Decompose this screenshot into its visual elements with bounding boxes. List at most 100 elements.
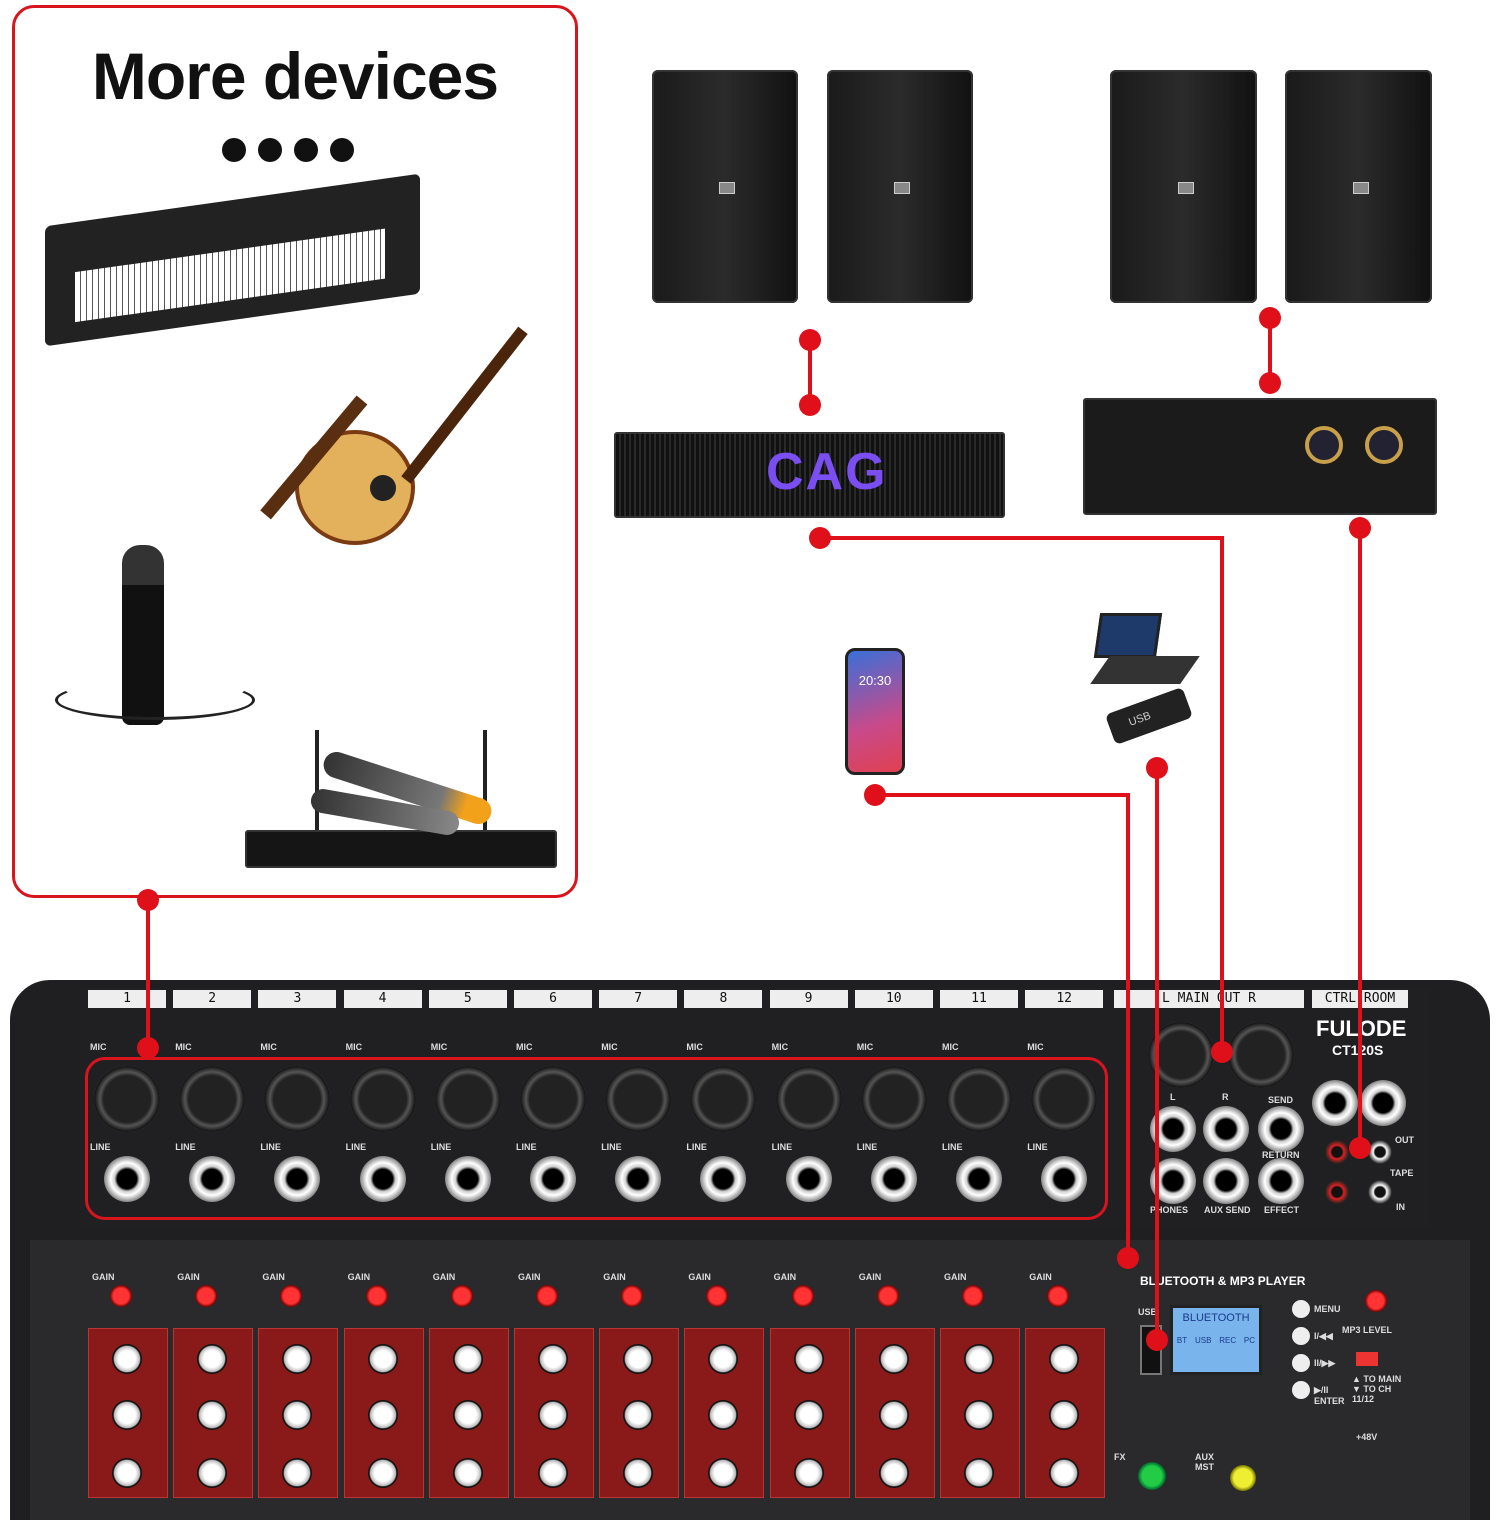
line-label: LINE xyxy=(1027,1142,1048,1152)
aux-mst-knob[interactable] xyxy=(1230,1465,1256,1491)
ctrl-room-l-jack[interactable] xyxy=(1312,1080,1358,1126)
fx-knob[interactable] xyxy=(1138,1462,1166,1490)
eq-mid-knob[interactable] xyxy=(538,1400,568,1430)
mic-xlr-input[interactable] xyxy=(775,1066,842,1132)
to-main-switch[interactable] xyxy=(1356,1352,1378,1366)
mp3-button[interactable] xyxy=(1292,1354,1310,1372)
main-out-r-xlr[interactable] xyxy=(1228,1022,1294,1088)
main-out-l-xlr[interactable] xyxy=(1148,1022,1214,1088)
line-label: LINE xyxy=(345,1142,367,1152)
eq-high-knob[interactable] xyxy=(964,1344,994,1374)
gain-label: GAIN xyxy=(518,1272,541,1282)
gain-knob[interactable] xyxy=(365,1285,388,1307)
line-jack-input[interactable] xyxy=(615,1156,662,1202)
eq-mid-knob[interactable] xyxy=(878,1400,909,1430)
mp3-button[interactable] xyxy=(1292,1327,1310,1345)
eq-high-knob[interactable] xyxy=(708,1344,739,1374)
gain-knob[interactable] xyxy=(450,1285,473,1307)
eq-mid-knob[interactable] xyxy=(1049,1400,1080,1430)
mic-xlr-input[interactable] xyxy=(94,1066,160,1132)
eq-high-knob[interactable] xyxy=(878,1344,909,1374)
mic-xlr-input[interactable] xyxy=(860,1066,927,1132)
eq-high-knob[interactable] xyxy=(112,1344,142,1374)
tape-in-rca-r[interactable] xyxy=(1368,1180,1392,1204)
eq-mid-knob[interactable] xyxy=(793,1400,824,1430)
tape-in-rca-l[interactable] xyxy=(1325,1180,1349,1204)
eq-low-knob[interactable] xyxy=(367,1458,398,1488)
mp3-button[interactable] xyxy=(1292,1300,1310,1318)
mic-xlr-input[interactable] xyxy=(264,1066,331,1132)
ctrl-room-r-jack[interactable] xyxy=(1360,1080,1406,1126)
eq-mid-knob[interactable] xyxy=(197,1400,228,1430)
gain-knob[interactable] xyxy=(195,1285,218,1307)
line-jack-input[interactable] xyxy=(444,1156,491,1202)
gain-knob[interactable] xyxy=(536,1285,558,1307)
eq-mid-knob[interactable] xyxy=(367,1400,398,1430)
mp3-level-knob[interactable] xyxy=(1365,1290,1387,1312)
mic-xlr-input[interactable] xyxy=(520,1066,586,1132)
to-main-label: ▲ TO MAIN ▼ TO CH 11/12 xyxy=(1352,1374,1402,1404)
line-jack-input[interactable] xyxy=(274,1156,321,1202)
tape-out-rca-r[interactable] xyxy=(1368,1140,1392,1164)
tape-out-rca-l[interactable] xyxy=(1325,1140,1349,1164)
line-jack-input[interactable] xyxy=(700,1156,747,1202)
mic-xlr-input[interactable] xyxy=(690,1066,757,1132)
eq-low-knob[interactable] xyxy=(538,1458,568,1488)
line-jack-input[interactable] xyxy=(956,1156,1002,1202)
eq-low-knob[interactable] xyxy=(112,1458,142,1488)
eq-high-knob[interactable] xyxy=(367,1344,398,1374)
eq-low-knob[interactable] xyxy=(197,1458,228,1488)
line-jack-input[interactable] xyxy=(359,1156,406,1202)
gain-knob[interactable] xyxy=(791,1285,814,1307)
eq-mid-knob[interactable] xyxy=(282,1400,313,1430)
eq-high-knob[interactable] xyxy=(1049,1344,1080,1374)
eq-low-knob[interactable] xyxy=(964,1458,994,1488)
eq-low-knob[interactable] xyxy=(452,1458,483,1488)
mp3-button[interactable] xyxy=(1292,1381,1310,1399)
mic-xlr-input[interactable] xyxy=(179,1066,246,1132)
eq-mid-knob[interactable] xyxy=(708,1400,739,1430)
send-jack[interactable] xyxy=(1258,1106,1304,1152)
aux-send-jack[interactable] xyxy=(1203,1158,1249,1204)
eq-low-knob[interactable] xyxy=(623,1458,654,1488)
eq-high-knob[interactable] xyxy=(282,1344,313,1374)
gain-knob[interactable] xyxy=(962,1285,984,1307)
eq-high-knob[interactable] xyxy=(197,1344,228,1374)
mic-xlr-input[interactable] xyxy=(1031,1066,1098,1132)
eq-low-knob[interactable] xyxy=(793,1458,824,1488)
gain-knob[interactable] xyxy=(706,1285,729,1307)
gain-knob[interactable] xyxy=(110,1285,132,1307)
eq-high-knob[interactable] xyxy=(793,1344,824,1374)
line-jack-input[interactable] xyxy=(104,1156,150,1202)
eq-low-knob[interactable] xyxy=(878,1458,909,1488)
mic-xlr-input[interactable] xyxy=(434,1066,501,1132)
eq-mid-knob[interactable] xyxy=(112,1400,142,1430)
mic-label: MIC xyxy=(771,1042,789,1052)
eq-mid-knob[interactable] xyxy=(964,1400,994,1430)
gain-knob[interactable] xyxy=(876,1285,899,1307)
eq-mid-knob[interactable] xyxy=(452,1400,483,1430)
channel-number: 6 xyxy=(514,990,592,1008)
mic-label: MIC xyxy=(90,1042,107,1052)
eq-low-knob[interactable] xyxy=(282,1458,313,1488)
eq-high-knob[interactable] xyxy=(538,1344,568,1374)
main-r-jack[interactable] xyxy=(1203,1106,1249,1152)
eq-high-knob[interactable] xyxy=(452,1344,483,1374)
eq-low-knob[interactable] xyxy=(1049,1458,1080,1488)
eq-mid-knob[interactable] xyxy=(623,1400,654,1430)
line-jack-input[interactable] xyxy=(189,1156,236,1202)
mic-xlr-input[interactable] xyxy=(349,1066,416,1132)
eq-low-knob[interactable] xyxy=(708,1458,739,1488)
line-jack-input[interactable] xyxy=(530,1156,576,1202)
effect-jack[interactable] xyxy=(1258,1158,1304,1204)
gain-knob[interactable] xyxy=(621,1285,644,1307)
mic-xlr-input[interactable] xyxy=(605,1066,672,1132)
line-jack-input[interactable] xyxy=(870,1156,917,1202)
mic-xlr-input[interactable] xyxy=(946,1066,1012,1132)
gain-knob[interactable] xyxy=(280,1285,303,1307)
gain-knob[interactable] xyxy=(1047,1285,1070,1307)
line-jack-input[interactable] xyxy=(785,1156,832,1202)
eq-high-knob[interactable] xyxy=(623,1344,654,1374)
line-jack-input[interactable] xyxy=(1041,1156,1088,1202)
line-label: LINE xyxy=(90,1142,111,1152)
